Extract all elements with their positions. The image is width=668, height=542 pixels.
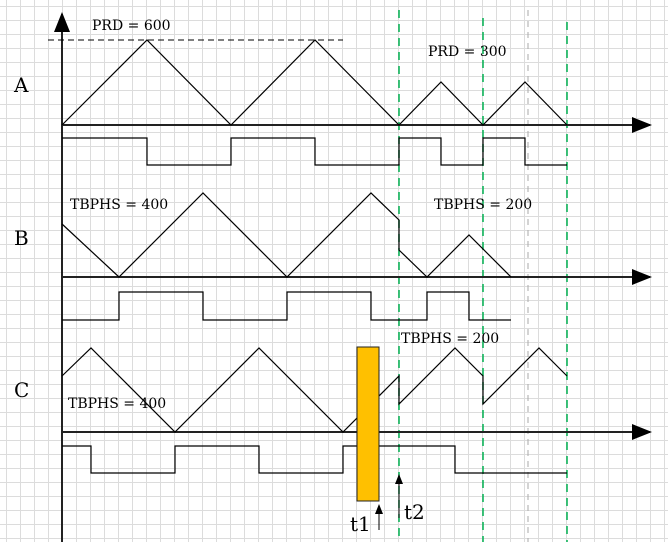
t1-label: t1 — [350, 512, 371, 536]
pwm-a — [62, 137, 567, 166]
annotation-c-tbphs-200: TBPHS = 200 — [401, 331, 499, 347]
t2-label: t2 — [404, 500, 425, 524]
annotation-prd-600: PRD = 600 — [92, 18, 171, 34]
annotation-b-tbphs-400: TBPHS = 400 — [70, 197, 168, 213]
pwm-b — [62, 291, 511, 321]
highlight-window — [356, 346, 380, 502]
annotation-b-tbphs-200: TBPHS = 200 — [434, 197, 532, 213]
pwm-c — [62, 445, 567, 474]
counter-a — [61, 39, 568, 126]
counter-c — [61, 347, 568, 433]
annotation-prd-300: PRD = 300 — [428, 44, 507, 60]
row-label-a: A — [13, 73, 29, 97]
annotation-c-tbphs-400: TBPHS = 400 — [68, 396, 166, 412]
counter-b — [61, 192, 512, 278]
row-label-b: B — [14, 226, 29, 250]
row-label-c: C — [14, 378, 29, 402]
